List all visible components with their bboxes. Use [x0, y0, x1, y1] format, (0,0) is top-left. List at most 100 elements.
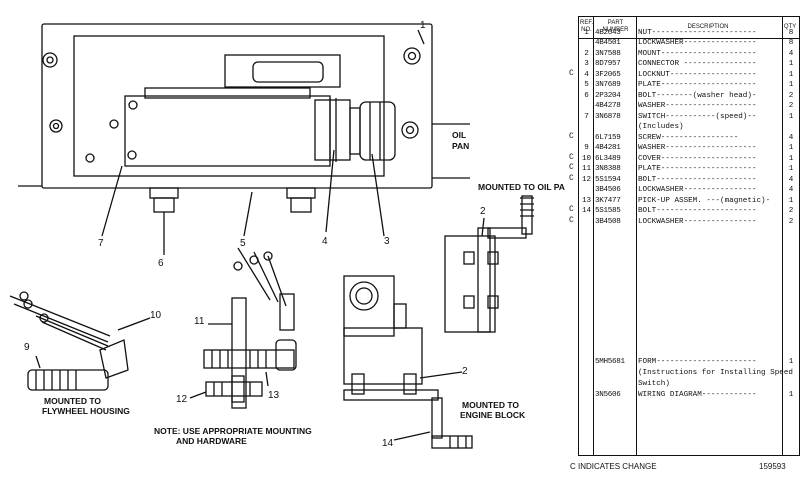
parts-ref: 7	[584, 113, 589, 121]
parts-row: 4B4501 LOCKWASHER---------------- 8	[579, 38, 799, 48]
switch-top-plate	[144, 87, 311, 99]
parts-qty: 2	[788, 218, 794, 226]
parts-desc: FORM----------------------	[638, 358, 757, 366]
change-marker: C	[569, 153, 574, 162]
parts-ref: 3	[584, 60, 589, 68]
callout-6: 6	[158, 258, 164, 269]
parts-pn: 4B4501	[595, 39, 621, 47]
locknut-4	[314, 99, 351, 161]
parts-pn: 3N7689	[595, 81, 621, 89]
parts-desc: WASHER--------------------	[638, 144, 757, 152]
parts-ref: 10	[581, 155, 592, 163]
parts-qty: 1	[788, 71, 794, 79]
parts-qty: 1	[788, 81, 794, 89]
parts-pn: 4B2043	[595, 29, 621, 37]
parts-desc: BOLT----------------------	[638, 176, 757, 184]
nameplate-area	[224, 54, 341, 88]
parts-pn: 3B4506	[595, 186, 621, 194]
parts-qty: 2	[788, 207, 794, 215]
parts-pn: 5S1585	[595, 207, 621, 215]
change-marker: C	[569, 174, 574, 183]
parts-desc: WIRING DIAGRAM------------	[638, 391, 757, 399]
connector-neck	[349, 107, 361, 155]
parts-qty: 8	[788, 39, 794, 47]
callout-2b: 2	[462, 366, 468, 377]
parts-qty: 1	[788, 197, 794, 205]
parts-qty: 2	[788, 92, 794, 100]
label-mounted-oil-pan: MOUNTED TO OIL PAN	[478, 182, 565, 192]
callout-11: 11	[194, 316, 205, 327]
screw-head	[85, 153, 95, 163]
parts-qty: 4	[788, 134, 794, 142]
oil-pan-mount-assembly	[444, 195, 534, 333]
parts-ref: 6	[584, 92, 589, 100]
callout-1: 1	[420, 20, 426, 31]
screw-head	[127, 150, 137, 160]
parts-qty: 1	[788, 165, 794, 173]
parts-desc: WASHER--------------------	[638, 102, 757, 110]
parts-desc: SCREW-----------------	[638, 134, 739, 142]
callout-2: 2	[480, 206, 486, 217]
exploded-parts-diagram: 1 2 2 3 4 5 6 7 9 10 11 12 13 14 OILPAN …	[9, 20, 565, 449]
speed-switch-body	[124, 95, 331, 167]
parts-qty: 4	[788, 186, 794, 194]
parts-pn: 3F2065	[595, 71, 621, 79]
parts-desc: LOCKNUT-------------------	[638, 71, 757, 79]
parts-pn: 3K7477	[595, 197, 621, 205]
parts-desc: LOCKWASHER----------------	[638, 186, 757, 194]
parts-desc: BOLT----------------------	[638, 207, 757, 215]
parts-qty: 4	[788, 50, 794, 58]
parts-qty: 1	[788, 358, 794, 366]
corner-nut-bl	[49, 119, 63, 133]
screw-head	[109, 119, 119, 129]
callout-14: 14	[382, 438, 394, 449]
callout-3: 3	[384, 236, 390, 247]
parts-pn: 4B4278	[595, 102, 621, 110]
parts-desc: LOCKWASHER----------------	[638, 39, 757, 47]
parts-ref: 13	[581, 197, 592, 205]
parts-pn: 3N6878	[595, 113, 621, 121]
change-marker: C	[569, 216, 574, 225]
parts-row: 3B4506 LOCKWASHER---------------- 4	[579, 185, 799, 195]
parts-pn: 6L3489	[595, 155, 621, 163]
parts-qty: 8	[788, 29, 794, 37]
parts-row: (Includes)	[579, 122, 799, 132]
parts-qty: 2	[788, 102, 794, 110]
parts-desc: PLATE---------------------	[638, 81, 757, 89]
parts-desc: LOCKWASHER----------------	[638, 218, 757, 226]
callout-10: 10	[150, 310, 162, 321]
parts-desc: NUT-----------------------	[638, 29, 757, 37]
magnetic-pickup-center	[189, 247, 297, 409]
parts-row: 6L7159 SCREW-----------------4	[579, 133, 799, 143]
parts-pn: 3N8388	[595, 165, 621, 173]
screw-head	[128, 100, 138, 110]
parts-ref: 12	[581, 176, 592, 184]
col-divider	[636, 17, 637, 455]
parts-ref: 2	[584, 50, 589, 58]
parts-pn: 2P3204	[595, 92, 621, 100]
parts-ref: 1	[584, 29, 589, 37]
parts-pn: 8D7957	[595, 60, 621, 68]
parts-desc: PLATE---------------------	[638, 165, 757, 173]
parts-qty: 1	[788, 60, 794, 68]
parts-qty: 1	[788, 144, 794, 152]
parts-row: Switch)	[579, 379, 799, 389]
callout-13: 13	[268, 390, 280, 401]
parts-desc: PICK-UP ASSEM. ---(magnetic)-	[638, 197, 771, 205]
